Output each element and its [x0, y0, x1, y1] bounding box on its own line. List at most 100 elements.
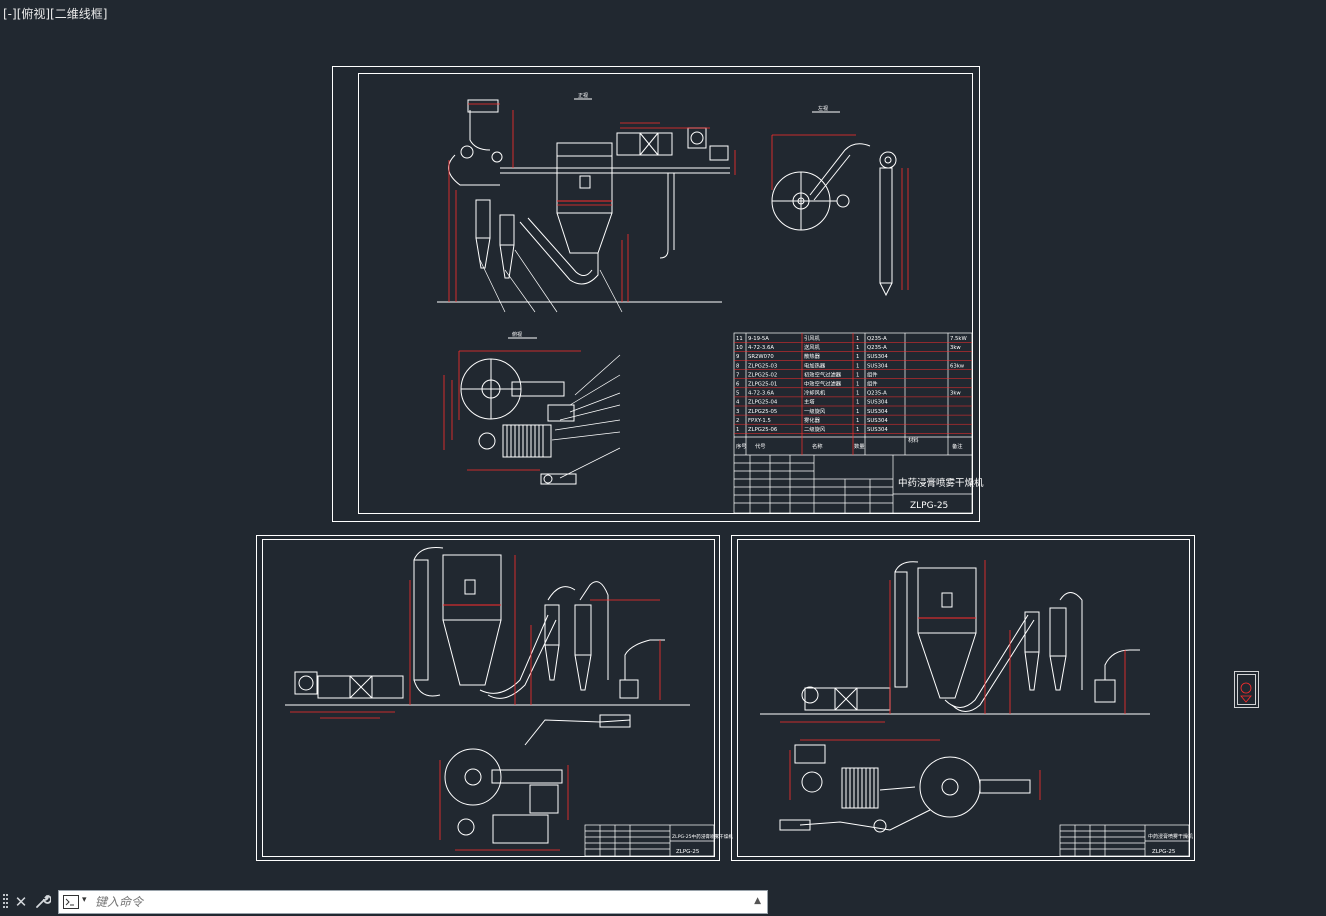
sheet-1-title: 中药浸膏喷雾干燥机: [898, 477, 984, 489]
close-icon[interactable]: ✕: [14, 893, 28, 911]
bom-header-name: 名称: [812, 442, 823, 450]
bom-cell-no: 6: [736, 382, 740, 388]
bom-cell-name: 冷却风机: [804, 389, 826, 397]
bom-cell-note: 7.5kW: [950, 336, 967, 342]
bom-cell-mat: Q235-A: [867, 336, 887, 342]
bom-cell-qty: 1: [856, 382, 859, 388]
view-label-top: 俯视: [512, 331, 522, 338]
command-line-bar: ✕ ▾ ▲: [0, 888, 770, 916]
model-space-drawing[interactable]: 正视: [0, 0, 1326, 886]
bom-header-qty: 数量: [854, 442, 865, 450]
bom-cell-code: 4-72-3.6A: [748, 391, 774, 397]
bom-cell-code: ZLPG25-04: [748, 400, 778, 406]
bom-header-code: 代号: [755, 442, 766, 450]
sheet-2-inner-border: [262, 539, 715, 857]
bom-cell-no: 11: [736, 336, 743, 342]
bom-cell-no: 3: [736, 409, 739, 415]
chevron-up-icon[interactable]: ▲: [754, 896, 761, 906]
side-view: [771, 143, 897, 297]
bom-cell-mat: SUS304: [867, 354, 888, 360]
front-view-cyclones: [448, 99, 515, 279]
bom-cell-qty: 1: [856, 409, 859, 415]
bom-cell-code: ZLPG25-03: [748, 363, 777, 369]
drag-grip-icon[interactable]: [3, 894, 9, 910]
bom-cell-no: 9: [736, 354, 739, 360]
bom-cell-qty: 1: [856, 372, 859, 378]
front-view-leaders: [479, 249, 623, 313]
bom-cell-code: ZLPG25-02: [748, 372, 777, 378]
bom-cell-name: 初效空气过滤器: [804, 370, 842, 378]
sheet-1-outer-border: [332, 66, 980, 522]
sheet-3-title: 中药浸膏喷雾干燥机: [1148, 833, 1193, 840]
bom-cell-mat: 组件: [867, 380, 878, 388]
bom-cell-code: 9-19-5A: [748, 336, 769, 342]
bom-cell-name: 二级旋风: [804, 425, 826, 433]
bom-cell-no: 4: [736, 400, 740, 406]
sheet-1-model: ZLPG-25: [910, 501, 948, 511]
bom-cell-name: 主塔: [804, 398, 815, 406]
bom-cell-qty: 1: [856, 427, 859, 433]
sheet-2-title-block: [584, 824, 715, 857]
bom-cell-mat: Q235-A: [867, 345, 887, 351]
bom-cell-no: 1: [736, 427, 739, 433]
bom-cell-qty: 1: [856, 363, 859, 369]
bom-cell-name: 电加热器: [804, 361, 826, 369]
sheet-3-inner-border: [737, 539, 1190, 857]
bom-cell-qty: 1: [856, 345, 859, 351]
bom-cell-name: 散热器: [804, 352, 821, 360]
front-view-dimensions: [448, 103, 736, 302]
bom-cell-note: 3kw: [950, 391, 961, 397]
bom-cell-qty: 1: [856, 400, 859, 406]
bom-header-no: 序号: [736, 442, 747, 450]
wrench-icon[interactable]: [34, 893, 52, 911]
sheet-3-title-block: [1059, 824, 1190, 857]
thumbnail-block: [1234, 671, 1259, 708]
bom-cell-mat: SUS304: [867, 427, 888, 433]
sheet-2-title: ZLPG-25中药浸膏喷雾干燥机: [672, 833, 733, 840]
bom-header-mat: 材料: [908, 436, 919, 444]
viewport-label[interactable]: [-][俯视][二维线框]: [3, 7, 108, 21]
bom-cell-code: ZLPG25-06: [748, 427, 778, 433]
bom-cell-mat: SUS304: [867, 409, 888, 415]
chevron-down-icon[interactable]: ▾: [82, 895, 87, 905]
sheet-2-outer-border: [256, 535, 720, 861]
bom-cell-code: FPXY-1.5: [748, 418, 771, 424]
bom-cell-name: 雾化器: [804, 416, 821, 424]
view-label-side: 左视: [818, 105, 828, 112]
bom-cell-name: 引风机: [804, 334, 821, 342]
bom-cell-mat: SUS304: [867, 363, 888, 369]
bom-cell-qty: 1: [856, 336, 859, 342]
bom-cell-mat: 组件: [867, 370, 878, 378]
bom-cell-no: 2: [736, 418, 739, 424]
bom-cell-no: 8: [736, 363, 740, 369]
sheet-3: 中药浸膏喷雾干燥机 ZLPG-25: [731, 535, 1195, 861]
bom-cell-qty: 1: [856, 418, 859, 424]
front-view-main-tower: [556, 142, 613, 254]
sheet-1: 正视: [332, 66, 984, 522]
bom-cell-mat: Q235-A: [867, 391, 887, 397]
bom-header-note: 备注: [952, 442, 963, 450]
bom-cell-qty: 1: [856, 354, 859, 360]
bom-cell-code: ZLPG25-05: [748, 409, 777, 415]
bom-cell-name: 中效空气过滤器: [804, 380, 842, 388]
view-label-front: 正视: [578, 92, 588, 99]
bom-cell-qty: 1: [856, 391, 859, 397]
bom-cell-no: 5: [736, 391, 739, 397]
bom-cell-code: 4-72-3.6A: [748, 345, 774, 351]
sheet-3-outer-border: [731, 535, 1195, 861]
bom-cell-name: 一级旋风: [804, 407, 826, 415]
bom-cell-note: 3kw: [950, 345, 961, 351]
command-prompt-icon[interactable]: [63, 895, 79, 909]
bom-cell-no: 10: [736, 345, 743, 351]
command-input[interactable]: [95, 893, 735, 911]
sheet-1-inner-border: [358, 73, 973, 514]
bom-cell-note: 63kw: [950, 363, 965, 369]
bom-cell-no: 7: [736, 372, 739, 378]
command-input-box[interactable]: ▾ ▲: [58, 890, 768, 914]
bom-cell-mat: SUS304: [867, 418, 888, 424]
sheet-2-model: ZLPG-25: [676, 849, 700, 855]
bom-cell-name: 送风机: [804, 343, 821, 351]
sheet-2: ZLPG-25中药浸膏喷雾干燥机 ZLPG-25: [256, 535, 733, 861]
bom-table: [733, 332, 973, 514]
